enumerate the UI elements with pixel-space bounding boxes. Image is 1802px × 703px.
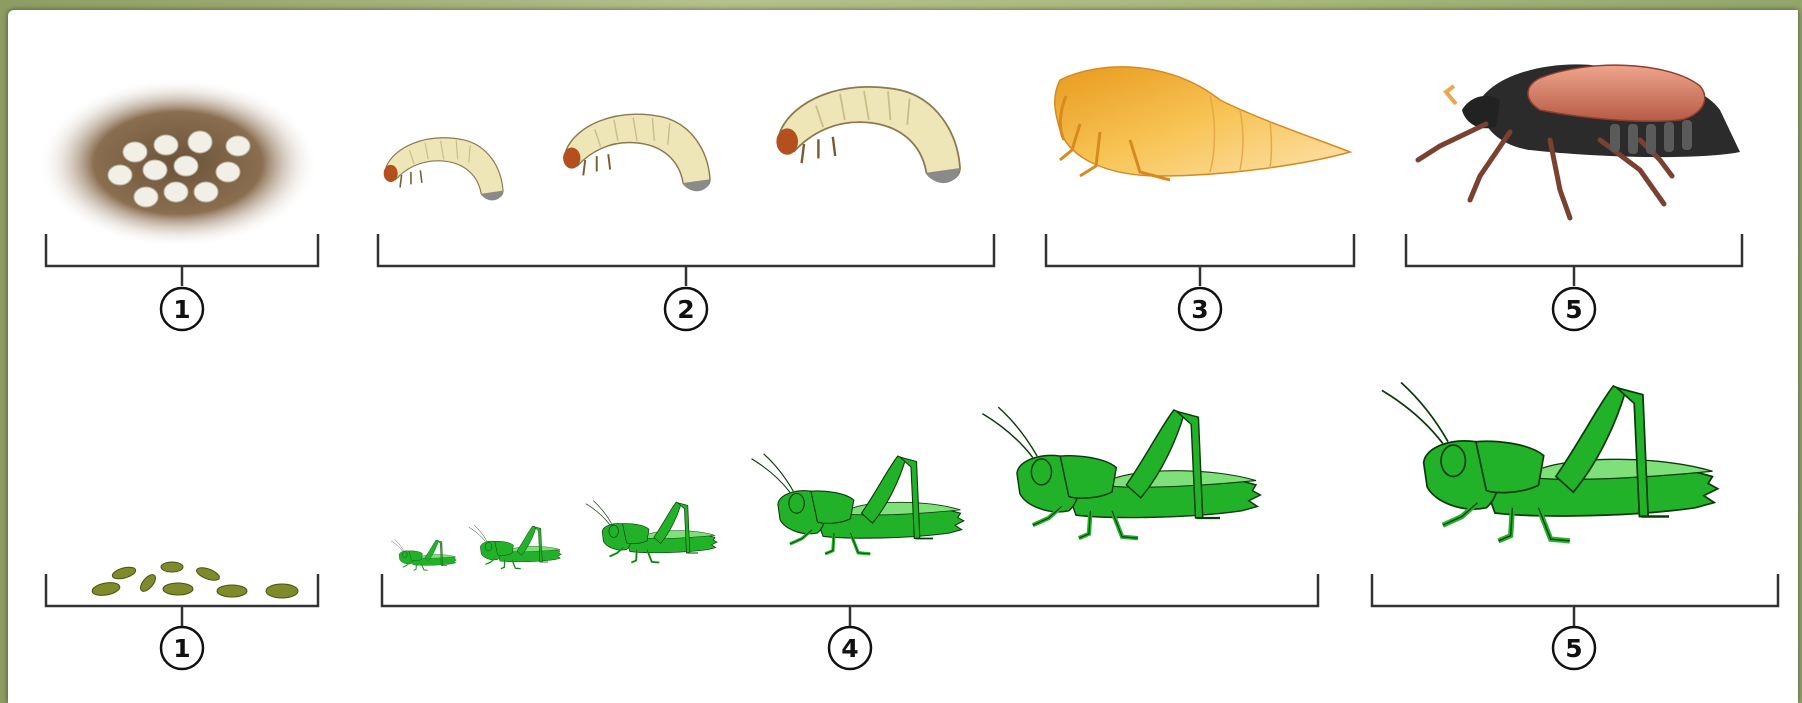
stage-label-adult-grasshopper: 5: [1565, 634, 1582, 663]
stage-label-larvae: 2: [677, 295, 694, 324]
nymph-stages: [391, 407, 1260, 570]
nymph-4: [752, 454, 964, 554]
egg-cluster-in-soil: [38, 78, 318, 248]
larva-medium: [563, 114, 710, 191]
stage-label-pupa: 3: [1191, 295, 1208, 324]
nymph-5: [982, 407, 1260, 538]
adult-beetle: [1418, 64, 1740, 218]
row2-stage-labels: 1 4 5: [161, 627, 1595, 669]
stage-label-nymphs: 4: [841, 634, 858, 663]
larvae-group: [384, 87, 960, 201]
larva-small: [384, 138, 503, 201]
nymph-2: [469, 525, 562, 569]
stage-label-eggs: 1: [173, 295, 190, 324]
row2-brackets: [46, 574, 1778, 626]
row1-brackets: [46, 234, 1742, 286]
stage-label-grasshopper-eggs: 1: [173, 634, 190, 663]
nymph-3: [586, 501, 717, 563]
nymph-1: [391, 539, 457, 570]
larva-large: [776, 87, 960, 183]
stage-label-adult-beetle: 5: [1565, 295, 1582, 324]
pupa: [1055, 67, 1350, 180]
adult-grasshopper: [1382, 383, 1718, 541]
grasshopper-eggs: [91, 562, 298, 598]
row1-stage-labels: 1 2 3 5: [161, 288, 1595, 330]
